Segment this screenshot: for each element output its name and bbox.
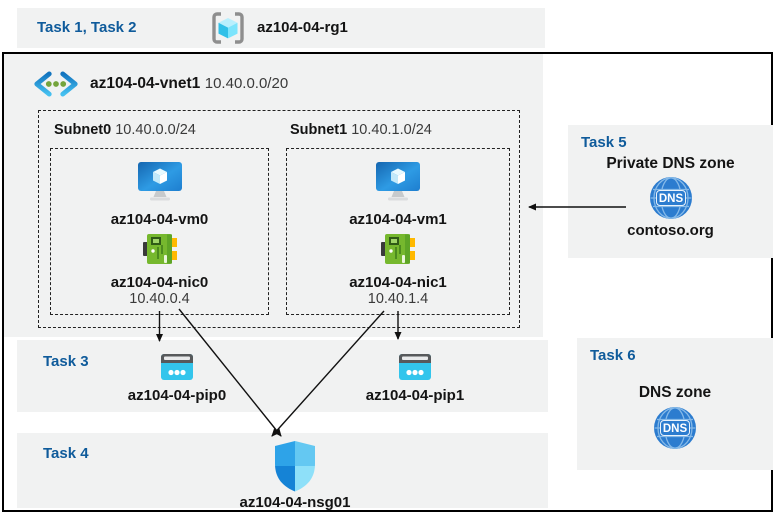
private-dns-zone-name: contoso.org xyxy=(627,222,714,239)
public-ip1-icon xyxy=(399,354,431,380)
vm1-name: az104-04-vm1 xyxy=(349,211,447,228)
subnet0-box: az104-04-vm0 az104-04-nic0 10.40.0. xyxy=(50,148,269,315)
task4-label: Task 4 xyxy=(43,445,89,462)
nic1-ip: 10.40.1.4 xyxy=(367,291,429,307)
resource-group-band: Task 1, Task 2 az104-04-rg1 xyxy=(17,8,545,48)
subnet1-cidr: 10.40.1.0/24 xyxy=(351,122,432,138)
pip1-name: az104-04-pip1 xyxy=(365,387,465,404)
subnet0-name: Subnet0 xyxy=(54,122,112,138)
subnet0-cidr: 10.40.0.0/24 xyxy=(115,122,196,138)
public-ip0-icon xyxy=(161,354,193,380)
task-1-2-label: Task 1, Task 2 xyxy=(37,19,137,36)
task6-box: Task 6 DNS zone DNS xyxy=(577,338,773,470)
subnet0-label: Subnet0 10.40.0.0/24 xyxy=(54,122,196,138)
nsg-shield-icon xyxy=(275,441,315,492)
pip0-name: az104-04-pip0 xyxy=(127,387,227,404)
vnet-cidr: 10.40.0.0/20 xyxy=(204,75,289,92)
vm0-icon xyxy=(137,161,183,208)
nic0-name: az104-04-nic0 xyxy=(110,274,209,291)
task6-label: Task 6 xyxy=(590,347,636,364)
vm0-name: az104-04-vm0 xyxy=(110,211,209,228)
pip0-group: az104-04-pip0 xyxy=(97,347,257,404)
task4-band: Task 4 az104-04-nsg01 xyxy=(17,433,548,511)
resource-group-icon xyxy=(210,10,246,51)
task5-box: Task 5 Private DNS zone DNS contoso.org xyxy=(568,125,773,258)
task5-label: Task 5 xyxy=(581,134,627,151)
vm1-icon xyxy=(375,161,421,208)
subnet1-box: az104-04-vm1 az104-04-nic1 10.40.1. xyxy=(286,148,510,315)
vnet-container: az104-04-vnet1 10.40.0.0/20 Subnet0 10.4… xyxy=(4,54,543,337)
dns-zone-icon: DNS xyxy=(654,407,696,449)
dns-zone-icon-text: DNS xyxy=(663,423,688,435)
task3-band: Task 3 az104-04-pip0 az104-04-pip1 xyxy=(17,340,548,412)
pip1-group: az104-04-pip1 xyxy=(335,347,495,404)
vnet-icon xyxy=(31,70,81,103)
vnet-title: az104-04-vnet1 10.40.0.0/20 xyxy=(90,75,288,93)
nic1-name: az104-04-nic1 xyxy=(349,274,447,291)
nsg-name: az104-04-nsg01 xyxy=(239,494,351,511)
nsg-group: az104-04-nsg01 xyxy=(215,439,375,511)
subnet1-label: Subnet1 10.40.1.0/24 xyxy=(290,122,432,138)
nic0-ip: 10.40.0.4 xyxy=(129,291,190,307)
dns-zone-title: DNS zone xyxy=(638,384,712,401)
private-dns-icon-text: DNS xyxy=(658,193,683,205)
private-dns-icon: DNS xyxy=(649,177,692,219)
subnet1-name: Subnet1 xyxy=(290,122,348,138)
nic0-icon xyxy=(142,231,178,272)
nic1-icon xyxy=(380,231,416,272)
vnet-name: az104-04-vnet1 xyxy=(90,75,201,92)
resource-group-name: az104-04-rg1 xyxy=(257,19,348,36)
task3-label: Task 3 xyxy=(43,353,89,370)
private-dns-zone-title: Private DNS zone xyxy=(606,155,735,172)
